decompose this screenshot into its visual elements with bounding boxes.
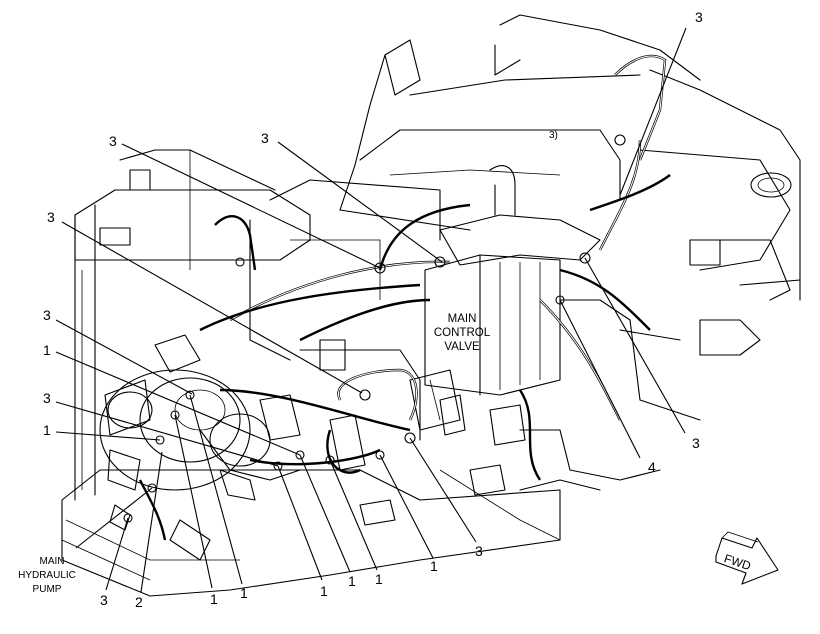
callout-18: 4 xyxy=(648,459,656,475)
callout-9: 3 xyxy=(100,592,108,608)
callout-13: 1 xyxy=(320,583,328,599)
main-hydraulic-pump-label: MAIN HYDRAULIC PUMP xyxy=(18,556,76,595)
callout-19: 3 xyxy=(692,435,700,451)
callout-6: 1 xyxy=(43,342,51,358)
callout-17: 3 xyxy=(475,543,483,559)
fittings xyxy=(123,134,626,523)
callout-12: 1 xyxy=(240,585,248,601)
main-control-valve-label: MAIN CONTROL VALVE xyxy=(434,313,491,353)
forward-arrow-icon: FWD xyxy=(715,531,779,585)
callout-16: 1 xyxy=(430,558,438,574)
callout-4: 3 xyxy=(47,209,55,225)
main-control-valve-body xyxy=(424,165,601,446)
callout-numbers: 3 3 3 3 3 1 3 1 3 2 1 1 1 1 1 1 3 4 3 xyxy=(43,9,703,610)
pump-line-2: HYDRAULIC xyxy=(18,570,76,581)
pump-line-3: PUMP xyxy=(33,584,62,595)
frame-mark-label: 3) xyxy=(549,130,558,141)
callout-14: 1 xyxy=(348,573,356,589)
mcv-line-2: CONTROL xyxy=(434,327,491,339)
callout-8: 1 xyxy=(43,422,51,438)
callout-15: 1 xyxy=(375,571,383,587)
callout-11: 1 xyxy=(210,591,218,607)
mcv-line-1: MAIN xyxy=(448,313,477,325)
mcv-line-3: VALVE xyxy=(444,341,480,353)
callout-3: 3 xyxy=(109,133,117,149)
hydraulic-hoses xyxy=(138,54,671,541)
callout-2: 3 xyxy=(261,130,269,146)
callout-7: 3 xyxy=(43,390,51,406)
machine-frame xyxy=(61,14,801,597)
callout-1: 3 xyxy=(695,9,703,25)
pump-line-1: MAIN xyxy=(40,556,65,567)
callout-5: 3 xyxy=(43,307,51,323)
leader-lines xyxy=(55,27,687,593)
callout-10: 2 xyxy=(135,594,143,610)
